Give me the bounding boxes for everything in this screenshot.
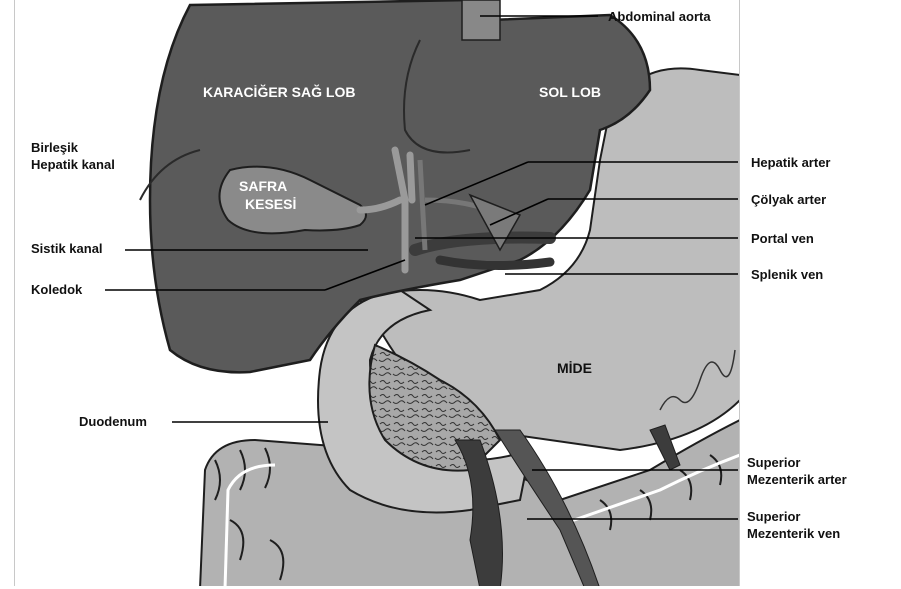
label-common-hepatic-duct-2: Hepatik kanal [31, 157, 115, 173]
label-common-hepatic-duct-1: Birleşik [31, 140, 78, 156]
liver-left-lobe-label: SOL LOB [539, 84, 601, 100]
gallbladder-label-2: KESESİ [245, 196, 296, 212]
liver-right-lobe-label: KARACİĞER SAĞ LOB [203, 84, 355, 100]
gallbladder-label-1: SAFRA [239, 178, 287, 194]
label-portal-vein: Portal ven [751, 231, 814, 247]
label-sup-mes-vein-1: Superior [747, 509, 800, 525]
abdominal-aorta [462, 0, 500, 40]
label-abdominal-aorta: Abdominal aorta [608, 9, 711, 25]
stomach-label: MİDE [557, 360, 592, 376]
label-splenic-vein: Splenik ven [751, 267, 823, 283]
label-celiac-artery: Çölyak arter [751, 192, 826, 208]
label-sup-mes-artery-2: Mezenterik arter [747, 472, 847, 488]
label-hepatic-artery: Hepatik arter [751, 155, 830, 171]
label-duodenum: Duodenum [79, 414, 147, 430]
label-sup-mes-vein-2: Mezenterik ven [747, 526, 840, 542]
label-cystic-duct: Sistik kanal [31, 241, 103, 257]
label-choledoch: Koledok [31, 282, 82, 298]
label-sup-mes-artery-1: Superior [747, 455, 800, 471]
